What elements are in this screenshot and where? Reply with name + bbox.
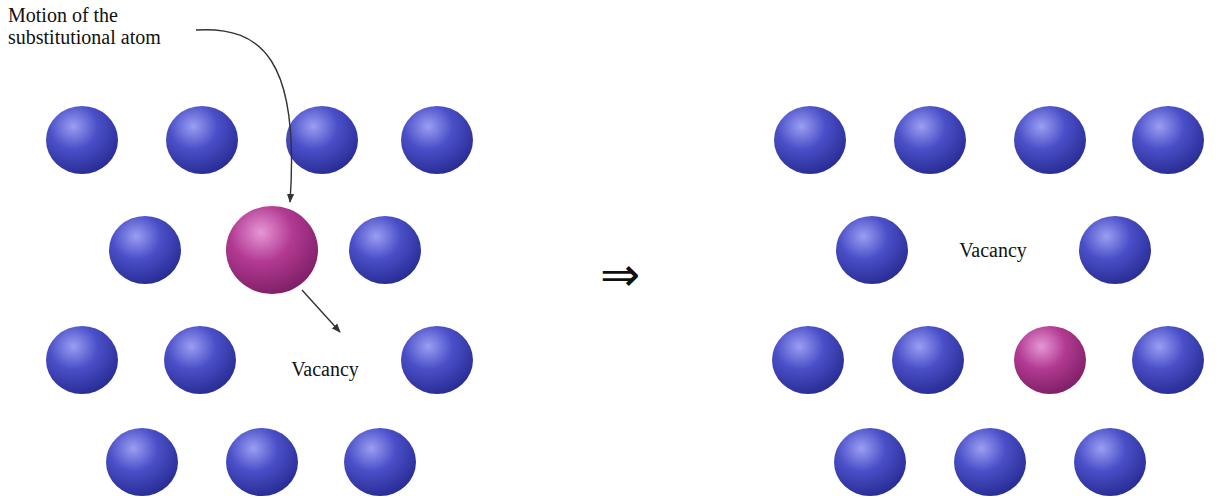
- atom: [834, 428, 906, 496]
- left-lattice: [46, 30, 473, 496]
- atom: [774, 106, 846, 174]
- atom: [772, 326, 844, 394]
- vacancy-label: Vacancy: [948, 239, 1038, 261]
- atom: [836, 216, 908, 284]
- motion-arrow: [302, 290, 340, 332]
- atom: [226, 428, 298, 496]
- atom: [286, 106, 358, 174]
- transition-arrow: ⇒: [585, 248, 655, 301]
- right-lattice: [772, 106, 1204, 496]
- atom: [344, 428, 416, 496]
- atom: [401, 106, 473, 174]
- atom: [1132, 326, 1204, 394]
- atom: [106, 428, 178, 496]
- vacancy-label: Vacancy: [280, 358, 370, 380]
- substitutional-atom: [1014, 326, 1086, 394]
- callout-text: Motion of the substitutional atom: [8, 4, 190, 48]
- atom: [164, 326, 236, 394]
- atom: [1132, 106, 1204, 174]
- atom: [166, 106, 238, 174]
- atom: [1079, 216, 1151, 284]
- atom: [349, 216, 421, 284]
- atom: [1014, 106, 1086, 174]
- leader-line: [196, 30, 292, 202]
- atom: [892, 326, 964, 394]
- atom: [46, 106, 118, 174]
- atom: [954, 428, 1026, 496]
- atom: [46, 326, 118, 394]
- atom: [109, 216, 181, 284]
- substitutional-atom: [226, 206, 318, 294]
- atom: [1074, 428, 1146, 496]
- atom: [401, 326, 473, 394]
- atom: [894, 106, 966, 174]
